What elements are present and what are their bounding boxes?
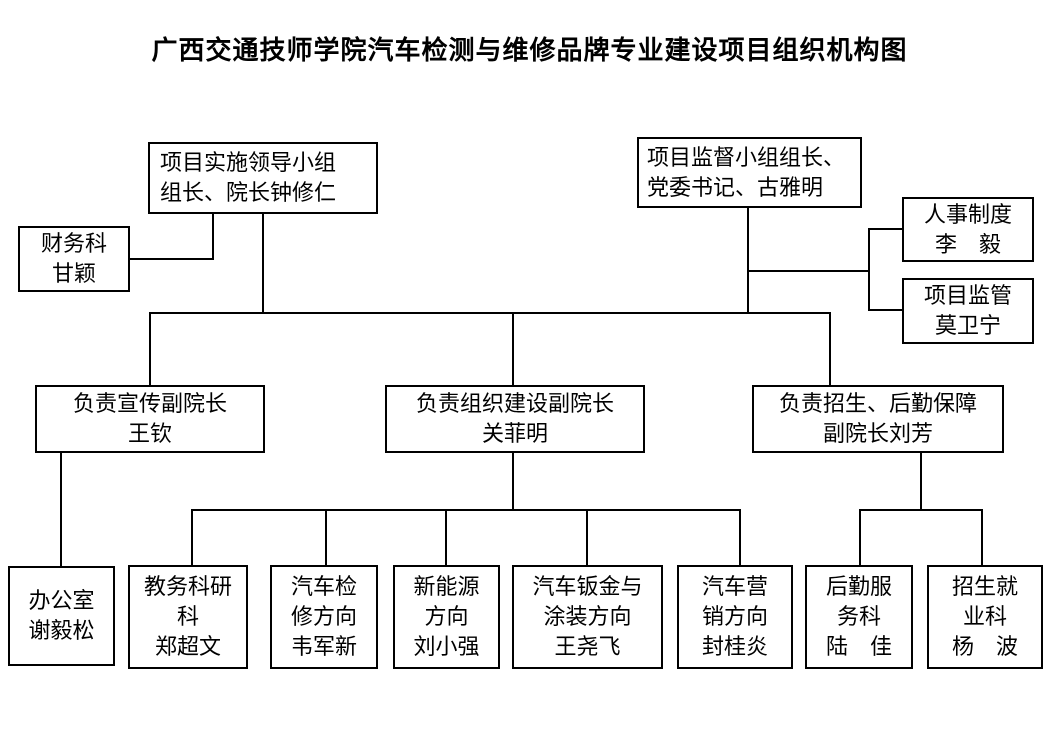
- box-enrollment-logistics-vice-president: 负责招生、后勤保障 副院长刘芳: [752, 385, 1004, 453]
- box-project-oversight: 项目监管 莫卫宁: [902, 278, 1034, 344]
- box-new-energy-direction: 新能源 方向 刘小强: [393, 565, 500, 669]
- box-line: 封桂炎: [701, 634, 768, 659]
- box-line: 王尧飞: [554, 634, 621, 659]
- box-line: 李 毅: [934, 231, 1001, 257]
- box-line: 务科: [836, 604, 881, 629]
- box-supervision-group-leader: 项目监督小组组长、 党委书记、古雅明: [637, 137, 862, 208]
- connector-drop-repair: [325, 509, 327, 565]
- connector-drop-organization: [512, 312, 514, 385]
- box-sheet-metal-paint-direction: 汽车钣金与 涂装方向 王尧飞: [512, 565, 663, 669]
- box-line: 韦军新: [290, 634, 357, 659]
- box-line: 项目监管: [923, 283, 1012, 308]
- page-title: 广西交通技师学院汽车检测与维修品牌专业建设项目组织机构图: [151, 35, 908, 65]
- connector-publicity-to-office: [60, 453, 62, 566]
- box-line: 负责招生、后勤保障: [778, 391, 977, 416]
- box-enrollment-employment-section: 招生就 业科 杨 波: [927, 565, 1043, 669]
- box-line: 党委书记、古雅明: [647, 174, 824, 200]
- connector-drop-academic: [191, 509, 193, 565]
- box-line: 项目监督小组组长、: [647, 144, 846, 170]
- connector-drop-logistics: [859, 509, 861, 565]
- connector-drop-enrollment: [829, 312, 831, 385]
- box-line: 项目实施领导小组: [160, 150, 337, 175]
- box-line: 财务科: [40, 231, 107, 256]
- box-line: 业科: [962, 604, 1007, 629]
- box-line: 副院长刘芳: [822, 421, 933, 446]
- connector-leader-to-finance-vertical: [212, 214, 214, 260]
- box-line: 关菲明: [481, 421, 548, 446]
- connector-supervisor-branch: [747, 270, 870, 272]
- connector-drop-enrollment-employment: [981, 509, 983, 565]
- connector-drop-marketing: [739, 509, 741, 565]
- connector-organization-feed: [512, 453, 514, 511]
- connector-drop-sheet-metal: [586, 509, 588, 565]
- box-logistics-service-section: 后勤服 务科 陆 佳: [805, 565, 913, 669]
- box-finance-section: 财务科 甘颖: [18, 226, 130, 292]
- box-academic-research-section: 教务科研 科 郑超文: [128, 565, 248, 669]
- box-line: 刘小强: [413, 634, 480, 659]
- connector-drop-publicity: [149, 312, 151, 385]
- box-line: 汽车检: [290, 574, 357, 599]
- connector-enrollment-feed: [920, 453, 922, 511]
- box-line: 涂装方向: [543, 604, 632, 629]
- connector-supervisor-feed: [747, 207, 749, 314]
- box-line: 王钦: [127, 421, 172, 446]
- connector-leader-feed: [262, 214, 264, 314]
- box-vehicle-repair-direction: 汽车检 修方向 韦军新: [270, 565, 378, 669]
- box-office: 办公室 谢毅松: [8, 566, 115, 666]
- connector-stub-oversight: [868, 309, 902, 311]
- box-line: 陆 佳: [825, 634, 892, 659]
- box-vehicle-marketing-direction: 汽车营 销方向 封桂炎: [677, 565, 793, 669]
- box-line: 招生就: [951, 574, 1018, 599]
- box-line: 负责组织建设副院长: [415, 391, 614, 416]
- box-line: 教务科研: [143, 574, 232, 599]
- box-organization-vice-president: 负责组织建设副院长 关菲明: [385, 385, 645, 453]
- connector-stub-personnel: [868, 228, 902, 230]
- box-publicity-vice-president: 负责宣传副院长 王钦: [35, 385, 265, 453]
- box-line: 莫卫宁: [934, 313, 1001, 338]
- box-line: 方向: [424, 604, 469, 629]
- box-line: 修方向: [290, 604, 357, 629]
- box-line: 组长、院长钟修仁: [160, 180, 337, 205]
- box-line: 杨 波: [951, 634, 1018, 659]
- box-line: 甘颖: [51, 261, 96, 286]
- box-personnel-system: 人事制度 李 毅: [902, 197, 1034, 262]
- box-implementation-leader-group: 项目实施领导小组 组长、院长钟修仁: [148, 142, 378, 214]
- connector-right-distributor: [859, 509, 983, 511]
- box-line: 办公室: [28, 588, 95, 613]
- box-line: 人事制度: [923, 201, 1012, 227]
- box-line: 郑超文: [154, 634, 221, 659]
- box-line: 汽车钣金与: [532, 574, 643, 599]
- connector-drop-new-energy: [445, 509, 447, 565]
- connector-leader-to-finance-horizontal: [130, 258, 214, 260]
- box-line: 后勤服: [825, 574, 892, 599]
- box-line: 谢毅松: [28, 618, 95, 643]
- box-line: 汽车营: [701, 574, 768, 599]
- box-line: 科: [176, 604, 199, 629]
- box-line: 销方向: [701, 604, 768, 629]
- box-line: 负责宣传副院长: [72, 391, 227, 416]
- connector-middle-distributor: [191, 509, 741, 511]
- connector-main-trunk: [149, 312, 831, 314]
- connector-right-bracket: [868, 228, 870, 311]
- box-line: 新能源: [413, 574, 480, 599]
